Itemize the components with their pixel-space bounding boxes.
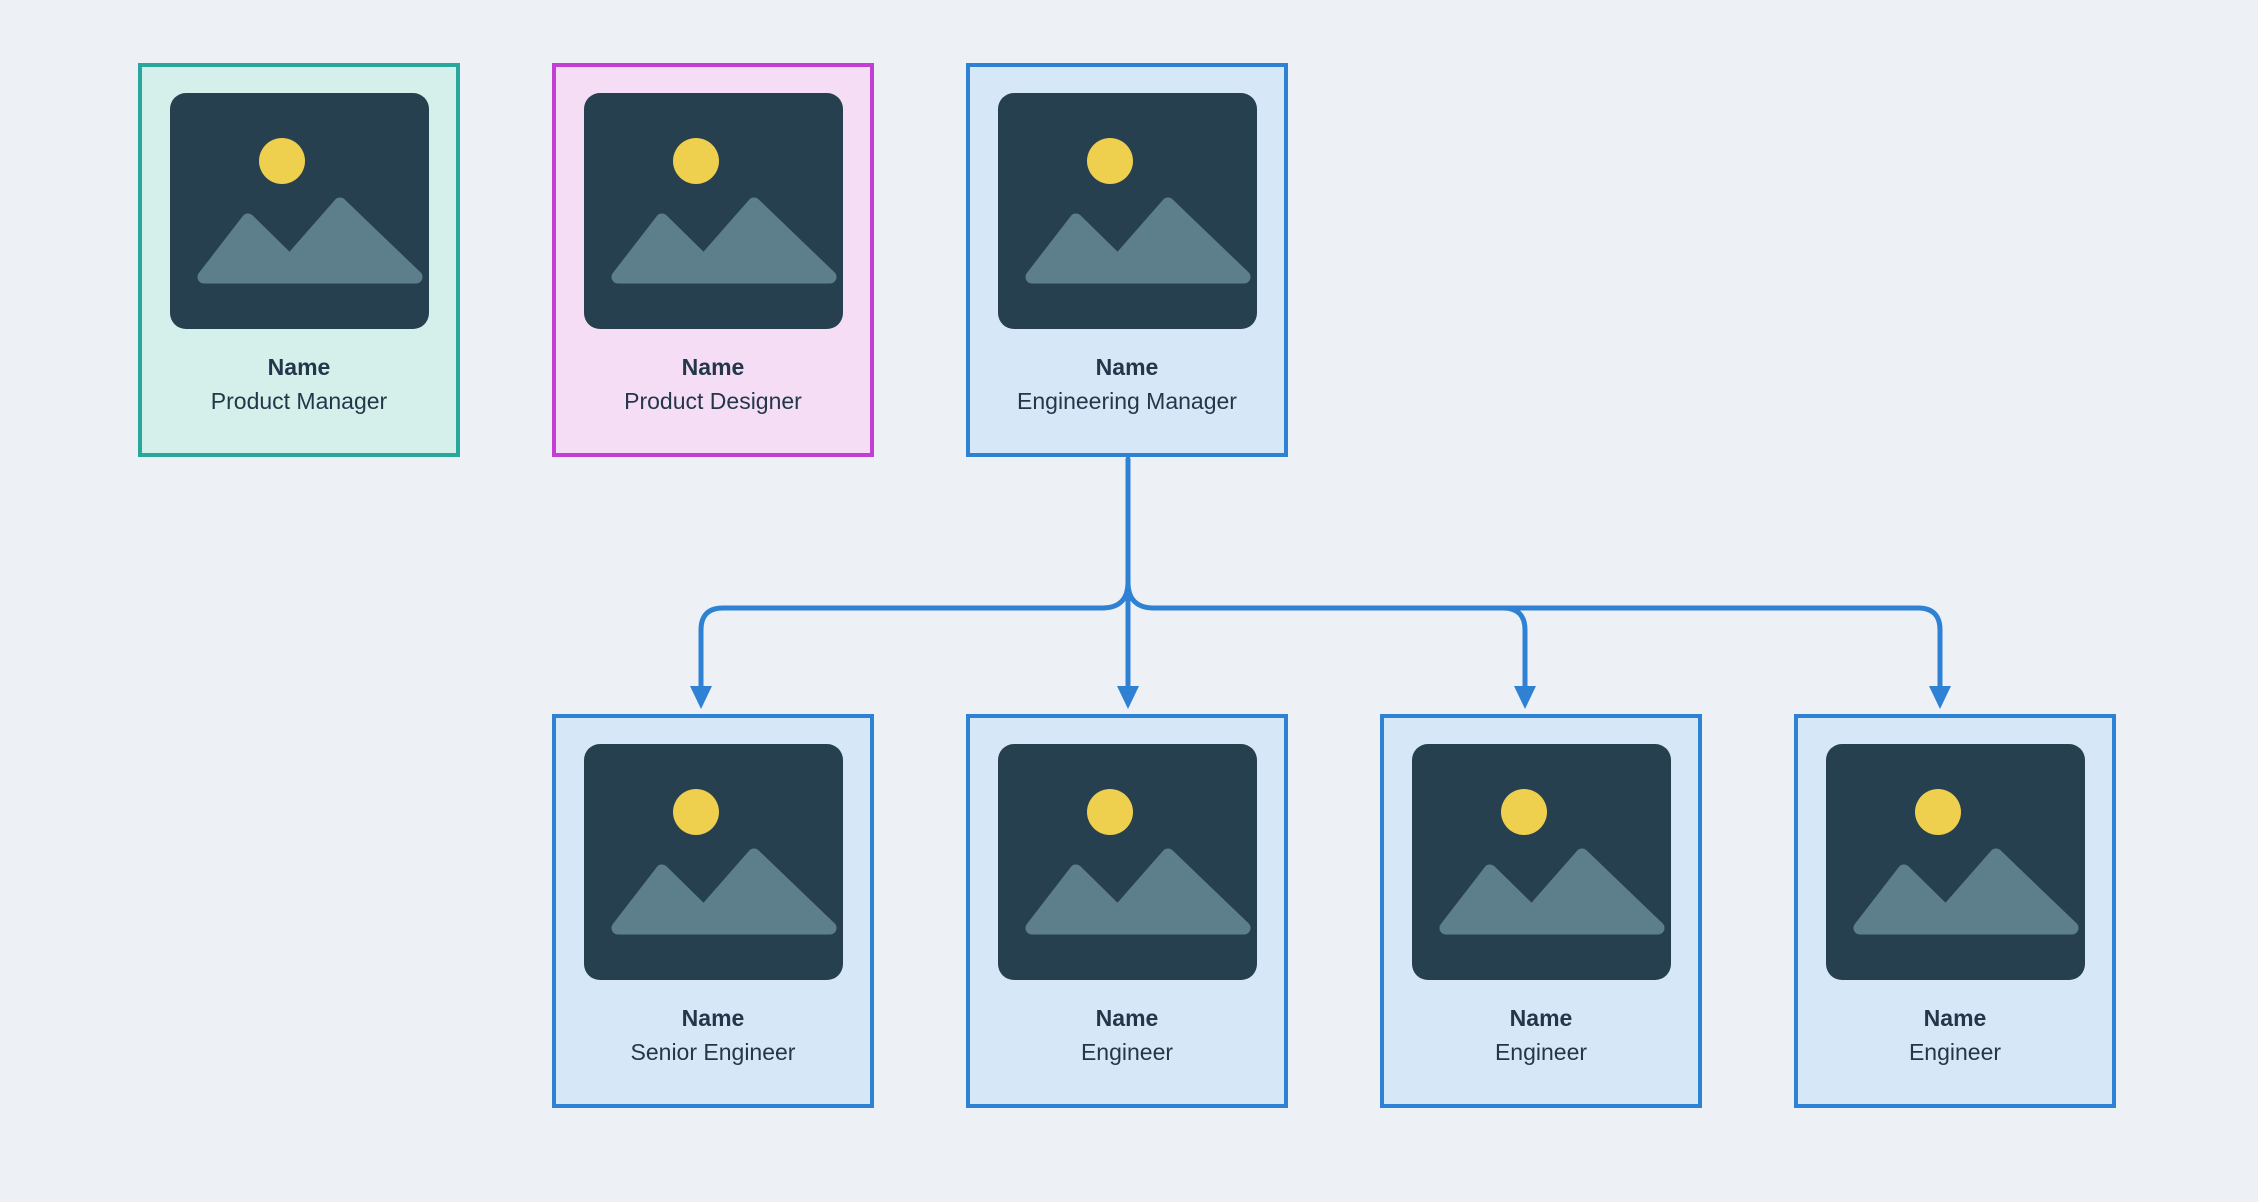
org-card-senior-engineer[interactable]: Name Senior Engineer [552, 714, 874, 1108]
image-placeholder-icon [1411, 744, 1671, 980]
mountain-right-icon [1511, 848, 1664, 935]
person-role: Engineering Manager [1017, 388, 1237, 414]
arrowhead-engineer-1 [1117, 686, 1139, 709]
person-name: Name [1095, 354, 1159, 380]
image-placeholder-icon [997, 744, 1257, 980]
person-role: Engineer [1494, 1039, 1588, 1065]
person-role: Product Designer [624, 388, 802, 414]
image-frame [997, 93, 1257, 329]
connector-lines [698, 456, 1943, 689]
person-name: Name [1095, 1005, 1159, 1031]
org-card-engineering-manager[interactable]: Name Engineering Manager [966, 63, 1288, 457]
image-placeholder-icon [583, 93, 843, 329]
person-name: Name [681, 354, 745, 380]
org-card-product-manager[interactable]: Name Product Manager [138, 63, 460, 457]
mountain-right-icon [269, 197, 422, 284]
mountain-right-icon [683, 197, 836, 284]
connector-branch-right [1125, 579, 1943, 689]
person-name: Name [1509, 1005, 1573, 1031]
mountain-right-icon [1097, 197, 1250, 284]
sun-icon [1086, 789, 1133, 835]
image-frame [997, 744, 1257, 980]
sun-icon [672, 138, 719, 184]
person-name: Name [1923, 1005, 1987, 1031]
image-placeholder-icon [997, 93, 1257, 329]
image-placeholder-icon [169, 93, 429, 329]
mountain-right-icon [683, 848, 836, 935]
org-card-engineer-1[interactable]: Name Engineer [966, 714, 1288, 1108]
image-frame [1411, 744, 1671, 980]
org-card-engineer-2[interactable]: Name Engineer [1380, 714, 1702, 1108]
image-frame [583, 744, 843, 980]
arrowhead-engineer-2 [1514, 686, 1536, 709]
connector-arrowheads [690, 686, 1951, 709]
person-name: Name [681, 1005, 745, 1031]
connector-branch-left [698, 579, 1131, 689]
person-role: Product Manager [210, 388, 388, 414]
sun-icon [672, 789, 719, 835]
org-card-engineer-3[interactable]: Name Engineer [1794, 714, 2116, 1108]
person-role: Senior Engineer [630, 1039, 796, 1065]
person-name: Name [267, 354, 331, 380]
arrowhead-senior-engineer [690, 686, 712, 709]
image-placeholder-icon [583, 744, 843, 980]
image-frame [1825, 744, 2085, 980]
mountain-right-icon [1925, 848, 2078, 935]
sun-icon [1914, 789, 1961, 835]
person-role: Engineer [1080, 1039, 1174, 1065]
image-frame [583, 93, 843, 329]
sun-icon [1086, 138, 1133, 184]
image-placeholder-icon [1825, 744, 2085, 980]
mountain-right-icon [1097, 848, 1250, 935]
sun-icon [1500, 789, 1547, 835]
image-frame [169, 93, 429, 329]
connector-branch-mid-right [1500, 605, 1528, 689]
sun-icon [258, 138, 305, 184]
arrowhead-engineer-3 [1929, 686, 1951, 709]
person-role: Engineer [1908, 1039, 2002, 1065]
org-card-product-designer[interactable]: Name Product Designer [552, 63, 874, 457]
